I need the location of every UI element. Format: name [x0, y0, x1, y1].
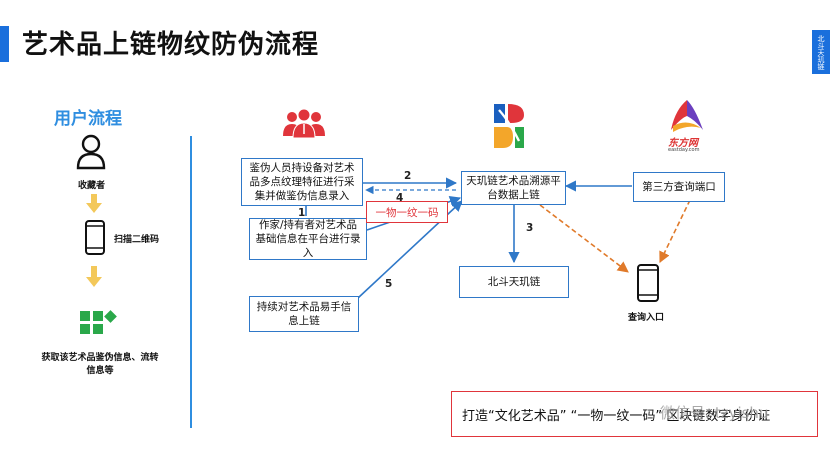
third-party-box: 第三方查询端口: [633, 172, 725, 202]
query-entry-label: 查询入口: [628, 313, 665, 323]
blocks-icon: [80, 310, 117, 334]
slogan-banner: 打造“文化艺术品” “一物一纹一码” 区块链数字身份证: [451, 391, 818, 437]
dongfang-name: 东方网: [668, 138, 698, 149]
phone-icon: [85, 220, 105, 255]
obtain-info-label: 获取该艺术品鉴伪信息、流转信息等: [41, 353, 159, 376]
step-number-4: 4: [396, 192, 404, 204]
transfer-box: 持续对艺术品易手信息上链: [249, 296, 359, 332]
user-flow-title: 用户流程: [54, 109, 122, 129]
side-brand-tab: 北斗天玑链: [812, 30, 830, 74]
page-title: 艺术品上链物纹防伪流程: [22, 30, 320, 60]
collector-label: 收藏者: [78, 181, 106, 191]
person-icon: [76, 134, 106, 170]
slogan-text: 打造“文化艺术品” “一物一纹一码” 区块链数字身份证: [462, 408, 771, 424]
author-box: 作家/持有者对艺术品基础信息在平台进行录入: [249, 218, 367, 260]
dongfang-sub: eastday.com: [668, 147, 700, 153]
tianji-chain-logo: [491, 101, 527, 151]
beidou-chain-box: 北斗天玑链: [459, 266, 569, 298]
people-group-icon: [283, 108, 325, 139]
appraiser-box: 鉴伪人员持设备对艺术品多点纹理特征进行采集并做鉴伪信息录入: [241, 158, 363, 206]
wechat-watermark: 微信号: tzyishu: [660, 404, 769, 422]
section-divider: [190, 136, 192, 428]
step-number-1: 1: [298, 207, 306, 219]
scan-qr-label: 扫描二维码: [114, 235, 160, 245]
platform-box: 天玑链艺术品溯源平台数据上链: [461, 171, 566, 205]
phone-icon: [637, 264, 659, 302]
dongfang-logo: [671, 100, 703, 132]
step-number-3: 3: [526, 222, 534, 234]
step-number-2: 2: [404, 170, 412, 182]
title-accent-bar: [0, 26, 9, 62]
step-number-5: 5: [385, 278, 393, 290]
one-code-box: 一物一纹一码: [366, 201, 448, 223]
down-arrow-icon: [86, 266, 102, 287]
down-arrow-icon: [86, 194, 102, 213]
